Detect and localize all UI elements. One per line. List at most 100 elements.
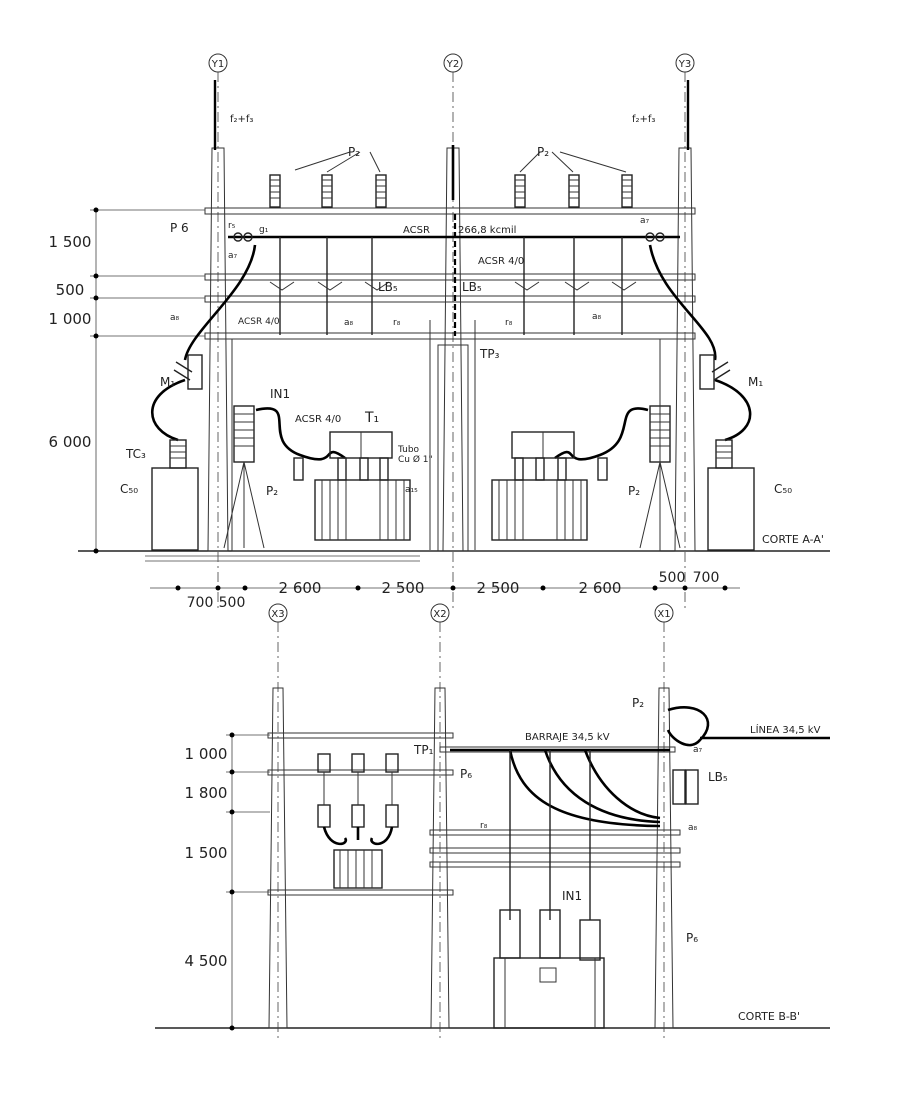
pole-x1: [654, 687, 674, 1029]
axis-label-x2: X2: [433, 609, 446, 620]
in1-left-assembly: [223, 405, 265, 549]
barraje-drop-1: [508, 749, 661, 828]
label-c50-left: C₅₀: [120, 482, 138, 496]
label-lb5-left: LB₅: [378, 280, 398, 294]
p2-jumper-loop: [666, 706, 710, 747]
tp1-assembly: [317, 753, 399, 889]
label-r8-b: r₈: [480, 821, 488, 831]
surge-arresters-top-a: [269, 174, 633, 208]
cable-left-lower: [151, 378, 186, 442]
label-r8-left: r₈: [393, 318, 401, 328]
axis-bubble-x1: X1: [654, 603, 674, 623]
label-acsr40-wire: ACSR 4/0: [295, 414, 341, 425]
p2-leader-right: [519, 151, 627, 173]
label-kcmil: 266,8 kcmil: [458, 225, 516, 236]
height-1000-a: 1 000: [49, 310, 92, 328]
height-1800-b: 1 800: [185, 784, 228, 802]
label-c50-right: C₅₀: [774, 482, 792, 496]
arrester-tr-left: [293, 457, 304, 481]
in1-drops: [509, 750, 591, 920]
section-a-elevation: Y1 Y2 Y3: [49, 53, 830, 611]
load-break-switches-a: [269, 237, 637, 335]
pole-x3: [268, 687, 288, 1029]
cable-left-upper: [183, 244, 257, 361]
arrester-1: [269, 174, 281, 208]
cutouts-left-a: [233, 232, 253, 242]
crossarms-b: [267, 732, 681, 896]
arrester-tr-right: [597, 457, 608, 481]
height-4500-b: 4 500: [185, 952, 228, 970]
height-1500-b: 1 500: [185, 844, 228, 862]
width-500-left: 500: [219, 595, 246, 611]
width-2600-left: 2 600: [279, 579, 322, 597]
label-acsr: ACSR: [403, 225, 430, 236]
label-linea: LÍNEA 34,5 kV: [750, 723, 821, 736]
label-a7-b: a₇: [693, 745, 703, 755]
transformer-t1-left: [314, 431, 411, 541]
label-a8-mid: a₈: [344, 318, 354, 328]
axis-label-y3: Y3: [678, 59, 691, 70]
arrester-4: [514, 174, 526, 208]
width-700-left: 700: [187, 595, 214, 611]
section-b-elevation: X3 X2 X1: [155, 603, 830, 1040]
acsr40-to-transformer-right: [554, 407, 649, 461]
axis-label-x1: X1: [657, 609, 670, 620]
axis-bubble-y1: Y1: [208, 53, 228, 73]
pole-x2: [430, 687, 450, 1029]
barraje-drop-2: [543, 749, 661, 824]
acsr40-to-transformer-left: [255, 407, 346, 461]
cable-right-lower: [714, 378, 752, 442]
axis-bubble-y3: Y3: [675, 53, 695, 73]
p2-leader-left: [294, 151, 381, 173]
height-1500-a: 1 500: [49, 233, 92, 251]
tc3-insulator: [169, 439, 187, 469]
label-p6: P 6: [170, 221, 189, 235]
label-a15: a₁₅: [405, 485, 418, 495]
label-g1: g₁: [259, 225, 269, 235]
label-lb5-b: LB₅: [708, 770, 728, 784]
label-p2-transformer-left: P₂: [266, 484, 278, 498]
axis-bubble-x3: X3: [268, 603, 288, 623]
width-dimensions-a: 700 500 2 600 2 500 2 500 2 600 500 700: [150, 570, 740, 611]
axis-bubble-y2: Y2: [443, 53, 463, 73]
label-tp1: TP₁: [413, 743, 434, 757]
pole-y1: [207, 80, 229, 552]
axis-label-y1: Y1: [211, 59, 224, 70]
label-tp3: TP₃: [479, 347, 500, 361]
label-a8-left: a₈: [170, 313, 180, 323]
section-title-a: CORTE A-A': [762, 533, 824, 546]
label-f23-left: f₂+f₃: [230, 114, 253, 125]
height-dimensions-a: 1 500 500 1 000 6 000: [49, 207, 205, 554]
label-cu: Cu Ø 1": [398, 454, 433, 465]
label-tc3: TC₃: [125, 447, 146, 461]
transformer-t1-right: [491, 431, 588, 541]
label-p6-mid: P₆: [460, 767, 472, 781]
label-in1: IN1: [270, 387, 290, 401]
axis-label-x3: X3: [271, 609, 284, 620]
label-f23-right: f₂+f₃: [632, 114, 655, 125]
lb5-switch-b: [672, 769, 699, 805]
cutouts-right-a: [645, 232, 665, 242]
cable-right-upper: [648, 244, 717, 361]
label-barraje: BARRAJE 34,5 kV: [525, 732, 610, 743]
label-in1-b: IN1: [562, 889, 582, 903]
arrester-3: [375, 174, 387, 208]
arrester-5: [568, 174, 580, 208]
label-t1: T₁: [364, 410, 379, 426]
height-1000-b: 1 000: [185, 745, 228, 763]
width-2500-right: 2 500: [477, 579, 520, 597]
section-title-b: CORTE B-B': [738, 1010, 800, 1023]
c50-cabinet-right: [707, 467, 755, 551]
axis-label-y2: Y2: [446, 59, 459, 70]
label-acsr40-left: ACSR 4/0: [238, 317, 280, 327]
in1-switchgear-b: [493, 909, 605, 1029]
label-a8-right: a₈: [592, 312, 602, 322]
m1-bushing-left: [173, 354, 203, 390]
tc-right-insulator: [715, 439, 733, 469]
arrester-6: [621, 174, 633, 208]
label-m1-right: M₁: [748, 375, 763, 389]
height-dimensions-b: 1 000 1 800 1 500 4 500: [185, 732, 270, 1031]
label-a8-b: a₈: [688, 823, 698, 833]
